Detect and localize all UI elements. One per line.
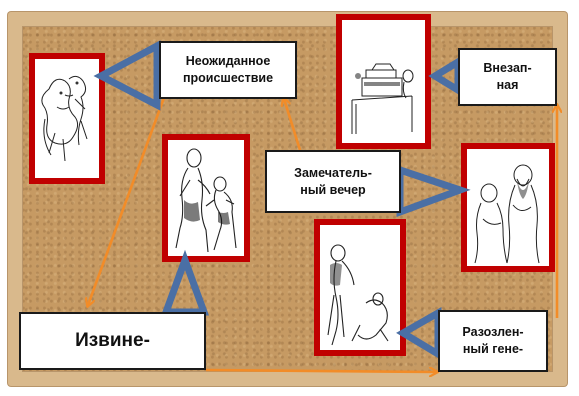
sketch-bowing-man-bottom bbox=[327, 244, 389, 346]
label-zamechatelny: Замечатель- ный вечер bbox=[265, 150, 401, 213]
label-razozlenny: Разозлен- ный гене- bbox=[438, 310, 548, 372]
illustration-card-bottom bbox=[314, 219, 406, 356]
illustration-card-left bbox=[29, 53, 105, 184]
sketch-desk-top bbox=[351, 63, 414, 134]
illustration-card-center bbox=[162, 134, 250, 262]
sketch-figures-left bbox=[41, 75, 88, 162]
label-vnezapnaya: Внезап- ная bbox=[458, 48, 557, 106]
illustration-card-top bbox=[336, 14, 431, 149]
sketch-two-men-center bbox=[175, 148, 237, 253]
label-neozhidannoe: Неожиданное происшествие bbox=[159, 41, 297, 99]
illustration-card-right bbox=[461, 143, 555, 272]
label-izvine: Извине- bbox=[19, 312, 206, 370]
sketch-two-men-right bbox=[474, 164, 540, 264]
